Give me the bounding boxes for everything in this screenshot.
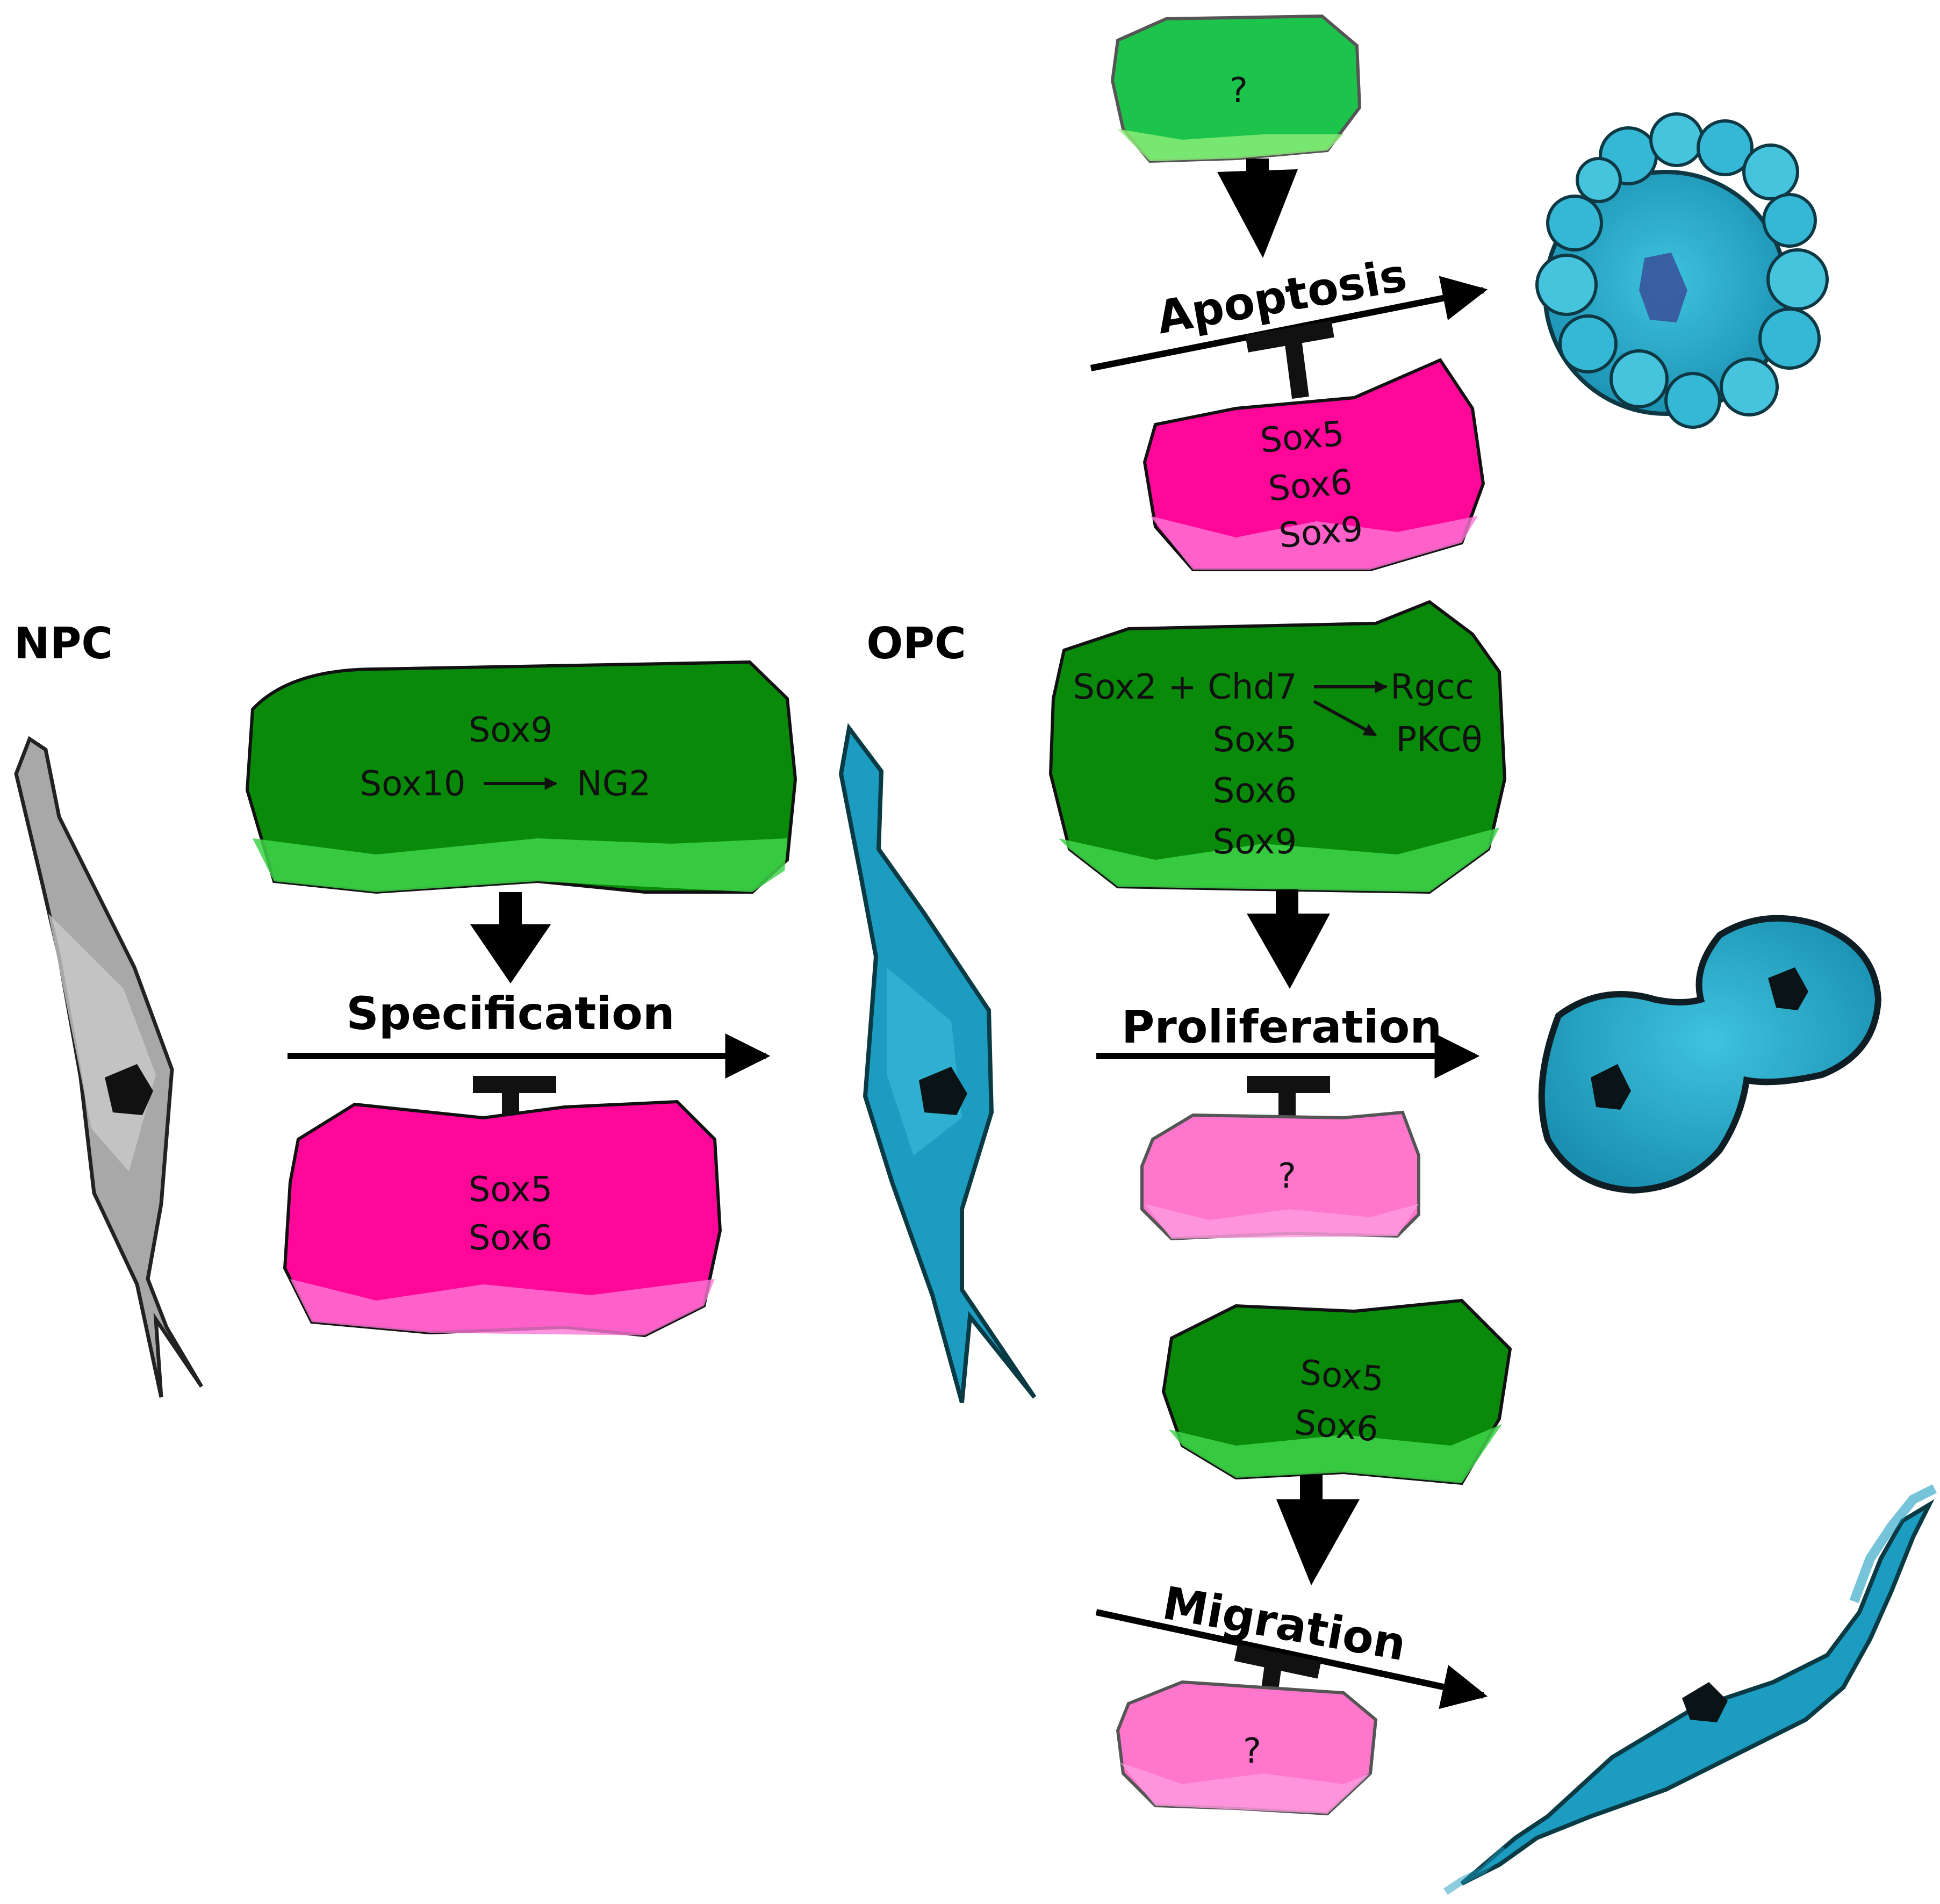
migration-inhibit-bar [1234,1644,1321,1679]
migrating-cell-nucleus [1682,1682,1728,1722]
migration-promote-arrowhead [1276,1499,1360,1585]
migration-inhibitor-label: ? [1243,1731,1261,1771]
apoptosis-inhibitor-line3: Sox9 [1277,509,1364,556]
npc-cell [14,736,204,1398]
proliferation-inhibitor-box: ? [1140,1110,1420,1241]
apoptosis-inhibitor-line2: Sox6 [1267,462,1354,509]
specification-promoter-box: Sox9 Sox10 NG2 [245,660,797,894]
specification-inhibitor-line2: Sox6 [469,1218,552,1258]
migration-promoter-line1: Sox5 [1298,1353,1385,1399]
apoptosis-promoter-box: ? [1110,14,1362,163]
migrating-cell [1443,1484,1937,1895]
opc-label: OPC [866,619,966,669]
dividing-cell [1538,915,1882,1194]
apoptosis-inhibit-stem [1284,334,1309,399]
apoptosis-promoter-label: ? [1230,71,1248,111]
proliferation-promote-arrowhead [1247,914,1330,989]
chd7-pkc-arrow [1313,700,1377,737]
apoptotic-cell [1535,112,1829,429]
specification-promote-arrowhead [470,924,551,983]
proliferation-promoter-line4: Sox9 [1213,822,1297,862]
dividing-cell-nucleus-left [1591,1064,1631,1110]
dividing-cell-nucleus-right [1768,967,1808,1010]
proliferation-promoter-box: Sox2 + Chd7 Rgcc PKCθ Sox5 Sox6 Sox9 [1048,600,1507,894]
proliferation-promoter-line3: Sox6 [1213,771,1297,811]
proliferation-label: Proliferation [1122,1001,1442,1053]
specification-promoter-sox10: Sox10 [360,764,465,804]
proliferation-inhibitor-label: ? [1278,1156,1296,1196]
specification-promoter-line1: Sox9 [469,710,552,750]
npc-label: NPC [14,619,113,669]
apoptosis-inhibitor-line1: Sox5 [1259,414,1346,461]
migration-inhibitor-box: ? [1116,1680,1378,1816]
migration-arrow [1095,1609,1488,1709]
specification-label: Specification [346,987,674,1040]
specification-inhibitor-box: Sox5 Sox6 [283,1100,722,1338]
proliferation-target-pkc: PKCθ [1396,720,1483,760]
opc-cell [838,723,1037,1404]
proliferation-target-rgcc: Rgcc [1390,667,1474,707]
migration-promoter-line2: Sox6 [1293,1403,1380,1449]
opc-nucleus [919,1067,967,1115]
migration-promoter-box: Sox5 Sox6 [1161,1298,1512,1485]
npc-nucleus [105,1064,153,1115]
apoptotic-nucleus [1639,253,1687,322]
specification-promoter-ng2: NG2 [577,764,651,804]
apoptosis-inhibitor-box: Sox5 Sox6 Sox9 [1143,358,1485,571]
specification-inhibitor-line1: Sox5 [469,1170,552,1210]
apoptosis-promote-arrowhead [1217,169,1298,258]
proliferation-promoter-sox2-chd7: Sox2 + Chd7 [1073,667,1297,707]
proliferation-promoter-line2: Sox5 [1213,720,1297,760]
